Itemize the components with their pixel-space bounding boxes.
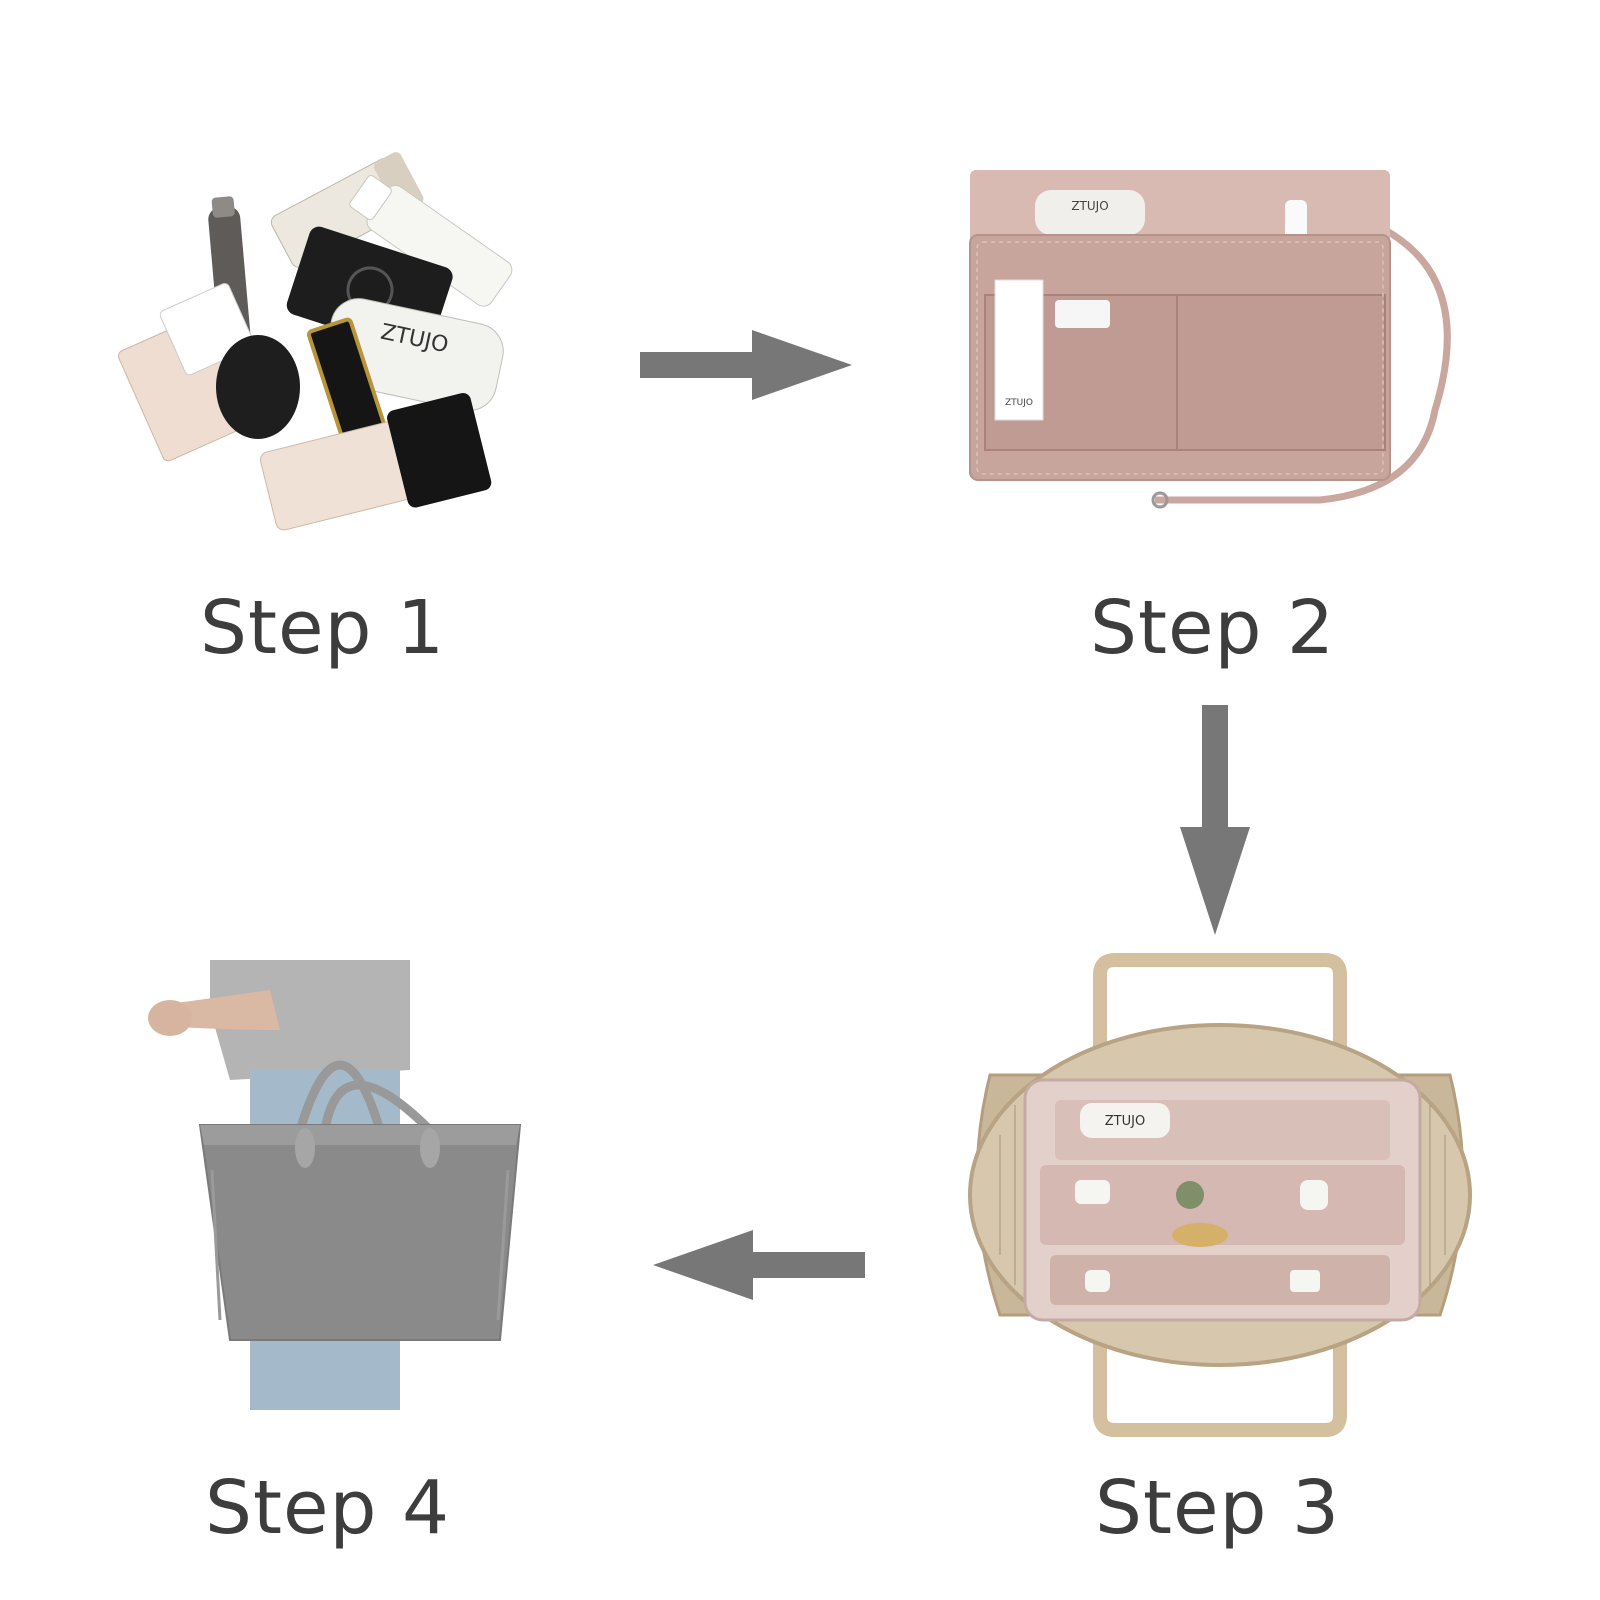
- organizer-in-tote-illustration: ZTUJO: [968, 953, 1472, 1437]
- felt-organizer-illustration: ZTUJO ZTUJO: [969, 170, 1451, 509]
- step-3-label: Step 3: [1095, 1465, 1341, 1551]
- cosmetics-illustration: ZTUJO: [117, 152, 513, 531]
- step-4-label: Step 4: [205, 1465, 451, 1551]
- arrow-down-icon: [1180, 705, 1250, 935]
- arrow-left-icon: [653, 1230, 865, 1300]
- person-with-tote-illustration: [148, 960, 522, 1410]
- jar-in-tote-text: ZTUJO: [1105, 1114, 1145, 1129]
- step-2-label: Step 2: [1090, 585, 1336, 671]
- jar-label-text: ZTUJO: [1071, 199, 1108, 213]
- arrow-right-icon: [640, 330, 852, 400]
- hang-tag-text: ZTUJO: [1005, 398, 1033, 408]
- step-1-label: Step 1: [200, 585, 446, 671]
